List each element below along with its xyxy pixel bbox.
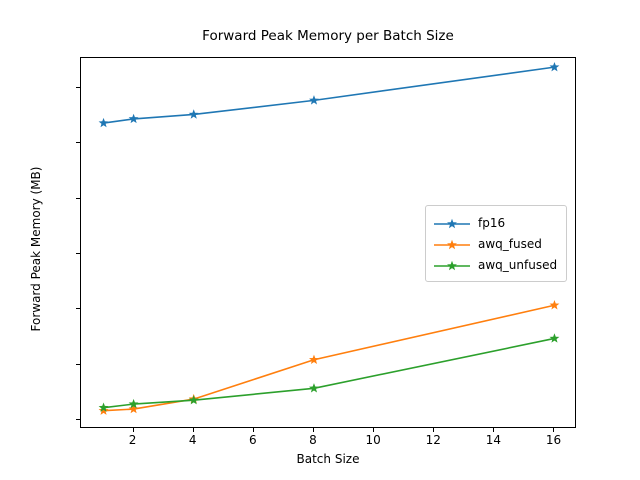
legend-label: fp16: [478, 215, 506, 230]
data-point-marker: [549, 300, 560, 310]
x-tick-label: 12: [425, 433, 441, 447]
series-awq_unfused: [98, 333, 560, 412]
data-point-marker: [98, 402, 109, 412]
y-axis-label: Forward Peak Memory (MB): [29, 166, 43, 332]
x-tick-mark: [553, 428, 555, 432]
x-tick-mark: [493, 428, 495, 432]
plot-area: [80, 57, 576, 428]
legend-swatch: [433, 258, 471, 272]
chart-legend: fp16 awq_fused awq_unfused: [425, 205, 568, 282]
data-point-marker: [128, 398, 139, 409]
y-tick-mark: [76, 253, 80, 255]
y-tick-mark: [76, 142, 80, 144]
series-line: [103, 304, 555, 412]
x-tick-label: 6: [249, 433, 257, 447]
data-point-marker: [128, 403, 139, 414]
x-tick-mark: [192, 428, 194, 432]
legend-item-awq_fused: awq_fused: [433, 233, 557, 254]
y-tick-mark: [76, 419, 80, 421]
x-tick-label: 10: [365, 433, 381, 447]
x-tick-label: 2: [128, 433, 137, 447]
x-tick-mark: [132, 428, 134, 432]
x-tick-mark: [312, 428, 314, 432]
y-tick-mark: [76, 363, 80, 365]
y-tick-mark: [76, 86, 80, 88]
data-point-marker: [549, 333, 560, 343]
data-point-marker: [309, 95, 319, 105]
legend-label: awq_unfused: [478, 257, 558, 272]
x-axis-label: Batch Size: [296, 452, 360, 466]
data-point-marker: [309, 354, 319, 364]
x-tick-mark: [252, 428, 254, 432]
data-point-marker: [188, 109, 199, 119]
x-tick-label: 14: [485, 433, 501, 447]
x-tick-mark: [373, 428, 375, 432]
legend-item-fp16: fp16: [433, 212, 557, 233]
series-awq_fused: [98, 300, 560, 415]
data-point-marker: [188, 395, 199, 405]
plot-lines: [98, 61, 560, 415]
legend-swatch: [433, 237, 471, 251]
legend-item-awq_unfused: awq_unfused: [433, 254, 557, 275]
chart-title: Forward Peak Memory per Batch Size: [202, 28, 454, 44]
data-point-marker: [98, 405, 109, 415]
x-tick-label: 16: [545, 433, 562, 447]
x-tick-label: 8: [309, 433, 317, 447]
data-point-marker: [309, 383, 319, 393]
series-fp16: [98, 61, 560, 128]
legend-label: awq_fused: [478, 236, 542, 251]
data-point-marker: [549, 61, 560, 72]
y-tick-mark: [76, 308, 80, 310]
legend-swatch: [433, 216, 471, 230]
x-tick-label: 4: [188, 433, 197, 447]
data-point-marker: [128, 113, 139, 124]
series-line: [103, 337, 555, 409]
series-line: [103, 66, 555, 124]
data-point-marker: [98, 117, 109, 128]
y-tick-mark: [76, 197, 80, 199]
x-tick-mark: [433, 428, 435, 432]
